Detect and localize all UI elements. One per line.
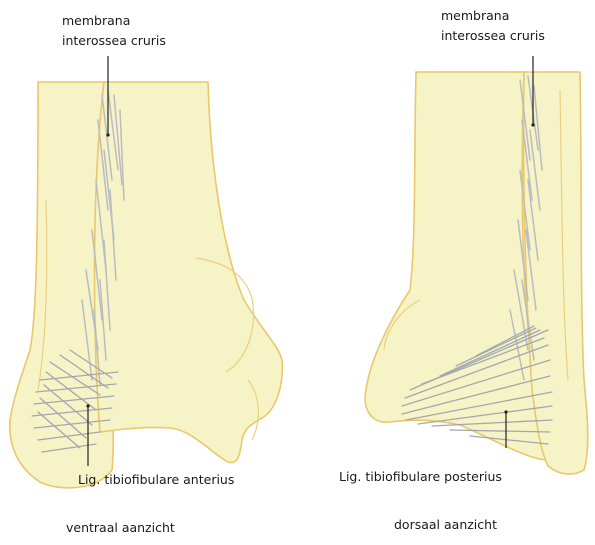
ventral-view-panel: membrana interossea cruris Lig. tibiofib… [10,13,283,535]
tibia-right [365,72,547,460]
membrana-label-left-line1: membrana [62,13,130,28]
leader-membrana-left-dot [106,133,109,136]
leader-ligament-left-dot [86,404,89,407]
caption-right: dorsaal aanzicht [394,517,497,532]
membrana-label-right-line2: interossea cruris [441,28,545,43]
tibia-left [95,82,283,463]
membrana-label-right-line1: membrana [441,8,509,23]
caption-left: ventraal aanzicht [66,520,175,535]
ligament-label-right: Lig. tibiofibulare posterius [339,469,502,484]
dorsal-view-panel: membrana interossea cruris Lig. tibiofib… [339,8,588,532]
leader-ligament-right-dot [504,410,507,413]
leader-membrana-right-dot [531,123,534,126]
membrana-label-left-line2: interossea cruris [62,33,166,48]
ligament-label-left: Lig. tibiofibulare anterius [78,472,234,487]
